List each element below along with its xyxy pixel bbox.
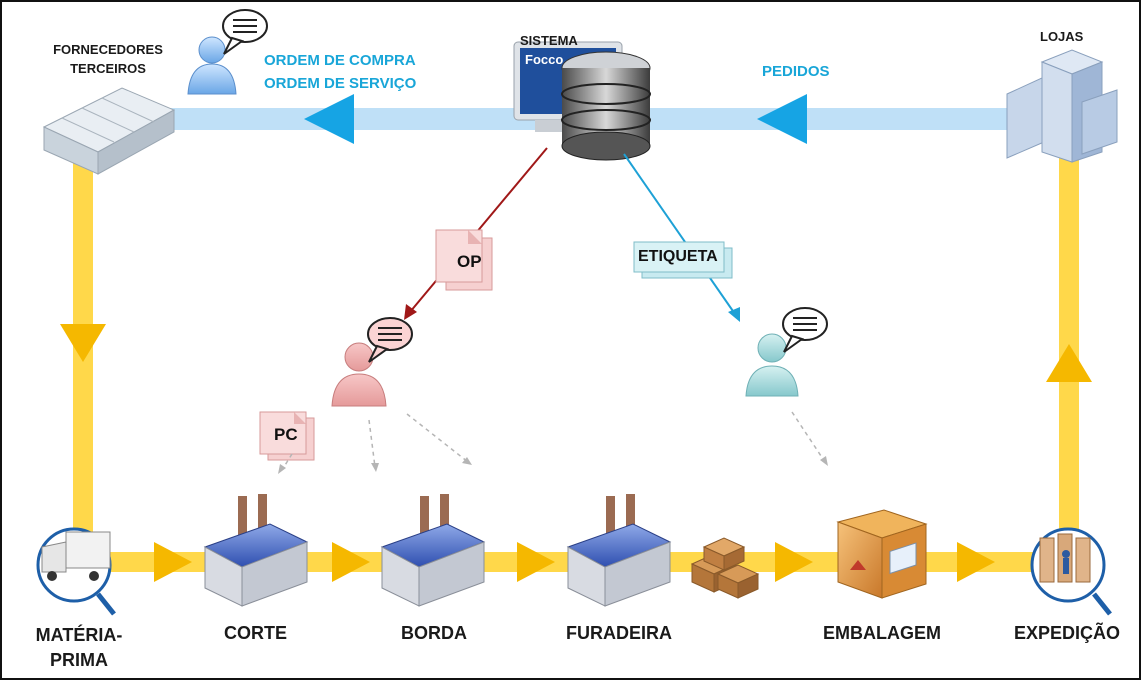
flow-arrow-1 <box>154 542 192 582</box>
speech-bubble-icon <box>222 9 268 55</box>
stores-label: LOJAS <box>1040 29 1084 44</box>
boxes-icon <box>690 537 760 599</box>
speech-bubble-icon <box>782 307 828 353</box>
label-arrowhead <box>728 307 740 322</box>
factory-icon <box>566 494 672 607</box>
orders-label: PEDIDOS <box>762 63 830 80</box>
supplier-user-icon <box>187 36 237 95</box>
flow-arrow-2 <box>332 542 370 582</box>
shipping-label: EXPEDIÇÃO <box>1014 623 1121 643</box>
dashed-arrowheads <box>278 456 828 474</box>
database-icon <box>561 51 651 161</box>
up-arrow <box>1046 344 1092 382</box>
yellow-flow-band <box>73 152 1079 572</box>
edge-label: BORDA <box>401 623 467 643</box>
etiqueta-document-icon <box>633 241 733 279</box>
pedidos-arrow <box>757 94 807 144</box>
packing-user-icon <box>745 333 799 397</box>
warehouse-shipping-icon <box>1030 527 1112 616</box>
buildings-icon <box>1006 49 1118 163</box>
pc-document-icon <box>259 411 315 461</box>
op-arrowhead <box>404 304 417 320</box>
suppliers-label: FORNECEDORES TERCEIROS <box>53 42 163 76</box>
raw-material-label: MATÉRIA- PRIMA <box>35 625 123 670</box>
system-screen-label: Focco <box>525 52 564 67</box>
truck-icon <box>36 527 116 616</box>
drill-label: FURADEIRA <box>566 623 672 643</box>
speech-bubble-icon <box>367 317 413 363</box>
flow-arrow-4 <box>775 542 813 582</box>
warehouse-icon <box>42 87 176 175</box>
label-flow-line <box>623 153 736 315</box>
cut-label: CORTE <box>224 623 287 643</box>
ordem-arrow <box>304 94 354 144</box>
system-label: SISTEMA <box>520 33 578 48</box>
op-document-label: OP <box>457 252 482 271</box>
factory-icon <box>380 494 486 607</box>
pcp-user-icon <box>331 342 387 407</box>
down-arrow <box>60 324 106 362</box>
flow-arrow-3 <box>517 542 555 582</box>
package-icon <box>836 509 928 599</box>
dashed-arrows <box>281 411 826 471</box>
flow-arrow-5 <box>957 542 995 582</box>
op-document-icon <box>435 229 493 291</box>
packing-label: EMBALAGEM <box>823 623 941 643</box>
pc-document-label: PC <box>274 425 298 444</box>
purchase-order-label: ORDEM DE COMPRA <box>264 52 416 69</box>
factory-icon <box>203 494 309 607</box>
service-order-label: ORDEM DE SERVIÇO <box>264 75 417 92</box>
etiqueta-document-label: ETIQUETA <box>638 248 718 265</box>
